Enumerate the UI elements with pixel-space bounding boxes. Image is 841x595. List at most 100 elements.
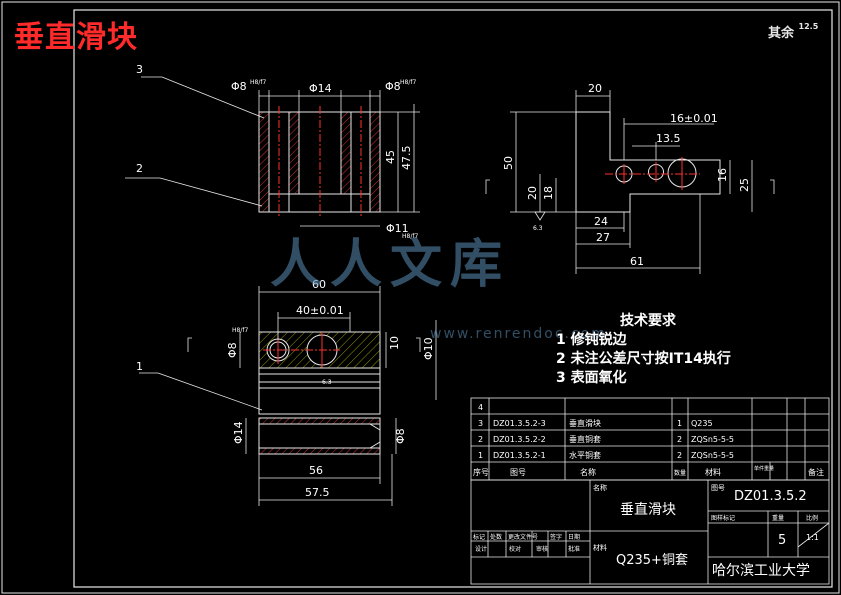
- right-dim-24: 24: [594, 215, 608, 228]
- bom-cell-qty: 2: [677, 435, 682, 444]
- tb-label-mark: 标记: [473, 533, 485, 541]
- tb-part-name: 垂直滑块: [620, 501, 676, 518]
- tb-material-label: 材料: [593, 543, 607, 552]
- bottom-view-dims: [139, 286, 437, 506]
- tb-scale: 1:1: [806, 533, 819, 542]
- watermark-url: www.renrendoc.com: [430, 326, 607, 342]
- bom-cell-material: ZQSn5-5-5: [691, 435, 734, 444]
- title-block: [470, 479, 830, 585]
- bom-cell-code: DZ01.3.5.2-2: [493, 435, 546, 444]
- bom-header-no: 序号: [473, 467, 489, 477]
- bom-cell-qty: 2: [677, 451, 682, 460]
- tech-requirement-2: 2 未注公差尺寸按IT14执行: [556, 351, 731, 367]
- tb-label-count: 处数: [490, 533, 502, 541]
- right-dim-16: 16±0.01: [670, 112, 718, 125]
- side-callout-3: 3: [136, 63, 143, 76]
- right-dim-50: 50: [502, 156, 515, 170]
- bottom-dim-d8: Φ8: [226, 342, 239, 358]
- right-dim-25: 25: [738, 178, 751, 192]
- right-dim-20: 20: [588, 82, 602, 95]
- bom-cell-name: 垂直铜套: [569, 434, 601, 444]
- tech-requirement-1: 1 修钝锐边: [556, 332, 627, 348]
- inner-frame: [73, 9, 833, 588]
- tb-name-label: 名称: [593, 483, 607, 492]
- tb-drawing-no: DZ01.3.5.2: [734, 489, 807, 504]
- tb-sheet-count: 5: [778, 533, 786, 548]
- tech-requirement-3: 3 表面氧化: [556, 370, 627, 386]
- side-fit-bottom: H8/f7: [402, 233, 418, 240]
- watermark: 人人文库: [270, 235, 511, 295]
- bom-header-material: 材料: [705, 467, 721, 477]
- side-dim-d8-right: Φ8: [385, 80, 401, 93]
- tb-label-date: 日期: [568, 533, 580, 541]
- bottom-dim-10: 10: [388, 336, 401, 350]
- tb-material: Q235+铜套: [616, 552, 688, 568]
- tb-label-change: 更改文件号: [508, 533, 538, 541]
- tb-label-weight: 重量: [772, 514, 784, 522]
- side-dim-47-5: 47.5: [400, 146, 413, 171]
- bottom-fit: H8/f7: [232, 327, 248, 334]
- roughness-label: 其余: [768, 26, 795, 41]
- tb-label-design: 设计: [475, 545, 487, 553]
- tb-label-check: 校对: [509, 545, 521, 553]
- bom-cell-material: Q235: [691, 419, 713, 428]
- right-dim-13-5: 13.5: [656, 132, 681, 145]
- bom-header-weight: 单件重量: [754, 465, 774, 472]
- tb-label-figmark: 图样标记: [711, 514, 735, 522]
- tech-requirements: 技术要求 1 修钝锐边 2 未注公差尺寸按IT14执行 3 表面氧化: [556, 312, 731, 388]
- side-view: [258, 106, 381, 218]
- bom-header-name: 名称: [580, 467, 596, 477]
- side-fit-right: H8/f7: [400, 79, 416, 86]
- bom-cell-qty: 1: [677, 419, 682, 428]
- side-view-dims: [125, 76, 420, 227]
- bom-cell-no: 2: [478, 435, 483, 444]
- bom-cell-material: ZQSn5-5-5: [691, 451, 734, 460]
- right-dim-61: 61: [630, 255, 644, 268]
- roughness-note: 其余 12.5: [768, 22, 818, 41]
- bom-cell-code: DZ01.3.5.2-1: [493, 451, 546, 460]
- bottom-view: [258, 331, 381, 455]
- right-dim-18: 18: [542, 186, 555, 200]
- bottom-dim-d8-low: Φ8: [394, 428, 407, 444]
- bottom-rough: 6.3: [322, 379, 332, 386]
- bom-header-code: 图号: [510, 468, 526, 477]
- page-title: 垂直滑块: [14, 20, 138, 55]
- bottom-dim-d14: Φ14: [232, 421, 245, 444]
- bom-cell-code: DZ01.3.5.2-3: [493, 419, 546, 428]
- side-callout-2: 2: [136, 162, 143, 175]
- side-dim-45: 45: [384, 150, 397, 164]
- bom-cell-name: 垂直滑块: [569, 418, 601, 428]
- tech-requirements-heading: 技术要求: [620, 313, 676, 329]
- right-dim-20v: 20: [526, 186, 539, 200]
- side-fit-left: H8/f7: [250, 79, 266, 86]
- side-dim-d14: Φ14: [309, 82, 332, 95]
- bom-cell-no: 1: [478, 451, 483, 460]
- bom-cell-no: 4: [478, 403, 483, 412]
- tb-school: 哈尔滨工业大学: [712, 563, 810, 579]
- bom-header-qty: 数量: [674, 469, 686, 477]
- roughness-value: 12.5: [798, 22, 819, 31]
- bottom-dim-56: 56: [309, 464, 323, 477]
- bottom-dim-57-5: 57.5: [305, 486, 330, 499]
- side-dim-d8-left: Φ8: [231, 80, 247, 93]
- bom-cell-no: 3: [478, 419, 483, 428]
- tb-label-sign: 签字: [550, 533, 562, 541]
- bom-header-note: 备注: [808, 467, 824, 477]
- bottom-dim-60: 60: [312, 278, 326, 291]
- right-dim-16v: 16: [716, 168, 729, 182]
- tb-label-approve: 批准: [568, 545, 580, 553]
- tb-label-scale: 比例: [806, 514, 818, 522]
- bottom-dim-d10: Φ10: [422, 337, 435, 360]
- bottom-callout-1: 1: [136, 360, 143, 373]
- tb-drawing-no-label: 图号: [711, 484, 725, 492]
- right-rough: 6.3: [533, 225, 543, 232]
- bom-cell-name: 水平铜套: [569, 450, 601, 460]
- bottom-dim-40: 40±0.01: [296, 304, 344, 317]
- right-view: [575, 111, 721, 213]
- right-view-dims: [485, 90, 775, 274]
- right-dim-27: 27: [596, 231, 610, 244]
- bom-table: [470, 397, 830, 481]
- tb-label-review: 审核: [536, 545, 548, 553]
